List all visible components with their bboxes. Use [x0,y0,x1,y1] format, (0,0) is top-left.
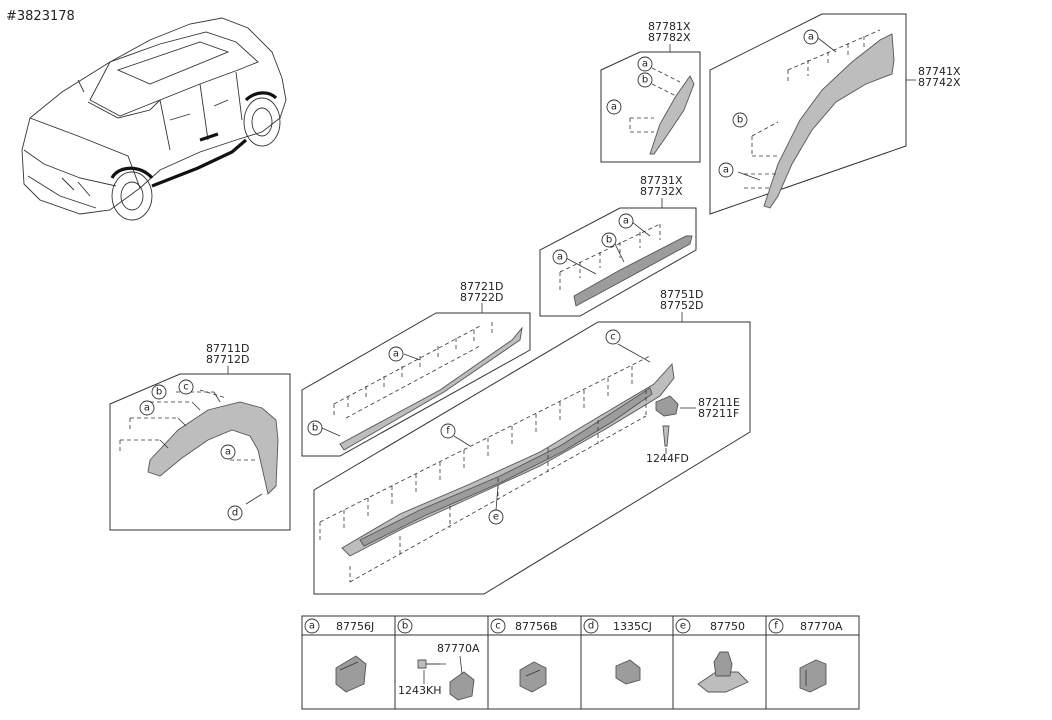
assembly-door-moulding-rear: 87731X 87732X a a b [539,174,697,317]
callout-label: b [737,115,743,126]
bracket-part-number: 87211F [698,407,739,420]
part-number: 87752D [660,299,703,312]
callout-label: a [611,102,617,113]
legend-letter: b [402,621,408,632]
callout-label: c [183,382,189,393]
clip-icon [449,671,475,701]
callout-label: a [723,165,729,176]
screw-part-number: 1244FD [646,452,689,465]
assembly-wheel-arch-front: 87711D 87712D a b c a d [109,342,291,531]
bracket-part-number: 87211E [698,396,740,409]
clip-icon [335,655,367,693]
part-number: 87712D [206,353,249,366]
legend-part: 87750 [710,620,745,633]
callout-label: f [446,426,450,437]
callout-label: b [312,423,318,434]
callout-label: b [642,75,648,86]
screw-part [662,425,670,447]
legend-sub-part: 1243KH [398,684,441,697]
callout-label: b [606,235,612,246]
part-number: 87781X [648,20,691,33]
part-number: 87722D [460,291,503,304]
clip-icon [799,659,827,693]
legend-letter: d [588,621,594,632]
part-number: 87742X [918,76,961,89]
callout-label: d [232,508,238,519]
legend-part: 87770A [800,620,843,633]
screw-icon [417,659,427,669]
part-number: 87741X [918,65,961,78]
fastener-legend: a 87756J b c 87756B d 1335CJ e 87750 f 8… [301,615,860,710]
assembly-door-moulding-front: 87721D 87722D a b [301,280,531,457]
callout-label: a [393,349,399,360]
legend-letter: a [309,621,315,632]
legend-letter: f [774,621,778,632]
callout-label: a [642,59,648,70]
part-number: 87751D [660,288,703,301]
clip-icon [615,659,641,685]
assembly-side-sill: 87751D 87752D [313,288,751,595]
callout-label: c [610,332,616,343]
clip-icon [519,661,547,693]
part-number: 87721D [460,280,503,293]
legend-part: 87756J [336,620,374,633]
assembly-quarter-upper: 87781X 87782X a b a [600,20,701,163]
legend-part: 87756B [515,620,558,633]
callout-label: e [493,512,499,523]
legend-part: 1335CJ [613,620,652,633]
diagram-ref: #3823178 [6,9,75,24]
bracket-part [655,395,679,417]
part-number: 87711D [206,342,249,355]
legend-letter: c [495,621,501,632]
callout-label: b [156,387,162,398]
part-number: 87782X [648,31,691,44]
callout-label: a [623,216,629,227]
callout-label: a [144,403,150,414]
part-number: 87731X [640,174,683,187]
legend-letter: e [680,621,686,632]
assembly-wheel-arch-rear: 87741X 87742X a b a [709,13,961,215]
legend-sub-part: 87770A [437,642,480,655]
callout-label: a [225,447,231,458]
part-number: 87732X [640,185,683,198]
vehicle-illustration [21,17,287,221]
callout-label: a [808,32,814,43]
callout-label: a [557,252,563,263]
